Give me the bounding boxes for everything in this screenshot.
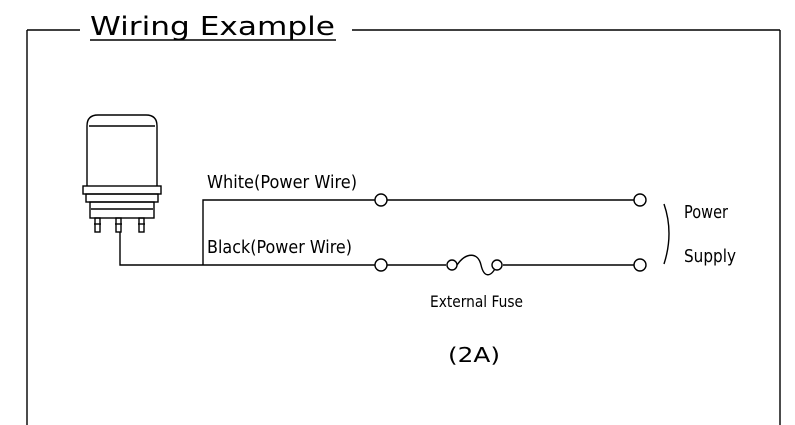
- diagram-title: Wiring Example: [90, 12, 335, 42]
- wire-terminals: [374, 193, 647, 272]
- white-wire: [202, 199, 375, 265]
- power-label: Power: [684, 202, 728, 223]
- wire-paths: [119, 199, 634, 266]
- frame: [26, 29, 781, 425]
- signal-light-icon: [82, 114, 162, 233]
- fuse-rating-label: (2A): [448, 343, 500, 367]
- black-wire-label: Black(Power Wire): [207, 237, 352, 258]
- white-wire-label: White(Power Wire): [207, 172, 357, 193]
- fuse-icon: [446, 254, 503, 276]
- supply-label: Supply: [684, 246, 736, 267]
- fuse-label: External Fuse: [430, 292, 523, 311]
- supply-bracket: [663, 203, 670, 265]
